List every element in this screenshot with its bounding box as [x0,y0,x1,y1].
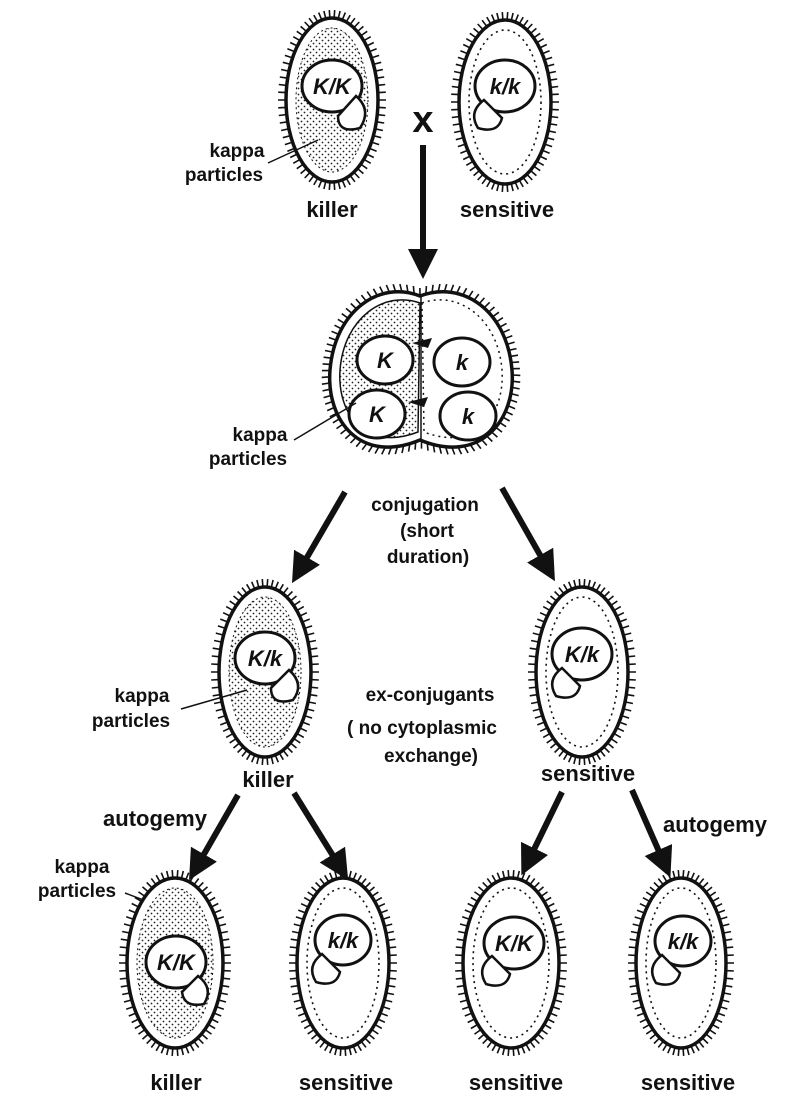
genotype-exconjugant-killer: K/k [248,646,284,671]
nucleus-pair-1: K [377,348,395,373]
nucleus-pair-2: k [456,350,470,375]
genotype-exconjugant-sensitive: K/k [565,642,601,667]
svg-text:ex-conjugants: ex-conjugants [366,685,495,706]
arrow-to-progeny-3 [524,792,562,870]
arrow-to-progeny-2 [294,793,345,875]
autogamy-label-right: autogemy [663,812,768,837]
svg-text:particles: particles [92,711,170,732]
genotype-progeny-1: K/K [157,950,197,975]
autogamy-label-left: autogemy [103,806,208,831]
svg-text:( no cytoplasmic: ( no cytoplasmic [347,718,497,739]
phenotype-exconjugant-sensitive: sensitive [541,761,635,786]
phenotype-progeny-2: sensitive [299,1070,393,1095]
phenotype-progeny-4: sensitive [641,1070,735,1095]
nucleus-pair-3: K [369,402,387,427]
svg-text:kappa: kappa [210,141,265,162]
svg-text:particles: particles [209,449,287,470]
svg-text:particles: particles [185,165,263,186]
conjugating-pair: K k K k [322,284,521,454]
genotype-parent-sensitive: k/k [490,74,522,99]
svg-text:kappa: kappa [233,425,288,446]
svg-text:(short: (short [400,521,455,542]
svg-text:duration): duration) [387,547,469,568]
conjugation-label: conjugation (short duration) [371,495,479,568]
genotype-progeny-2: k/k [328,928,360,953]
phenotype-parent-sensitive: sensitive [460,197,554,222]
svg-text:conjugation: conjugation [371,495,479,516]
svg-text:exchange): exchange) [384,746,478,767]
phenotype-parent-killer: killer [306,197,358,222]
exconjugants-label: ex-conjugants ( no cytoplasmic exchange) [347,685,497,767]
svg-text:kappa: kappa [55,857,110,878]
arrow-to-exconjugant-right [502,488,552,576]
svg-text:particles: particles [38,881,116,902]
phenotype-progeny-3: sensitive [469,1070,563,1095]
phenotype-progeny-1: killer [150,1070,202,1095]
genotype-parent-killer: K/K [313,74,353,99]
nucleus-pair-4: k [462,404,476,429]
genotype-progeny-4: k/k [668,929,700,954]
kappa-label-pair: kappa particles [209,403,356,470]
cross-symbol: x [412,99,433,141]
svg-text:kappa: kappa [115,686,170,707]
arrow-to-exconjugant-left [295,492,345,578]
genotype-progeny-3: K/K [495,931,535,956]
phenotype-exconjugant-killer: killer [242,767,294,792]
